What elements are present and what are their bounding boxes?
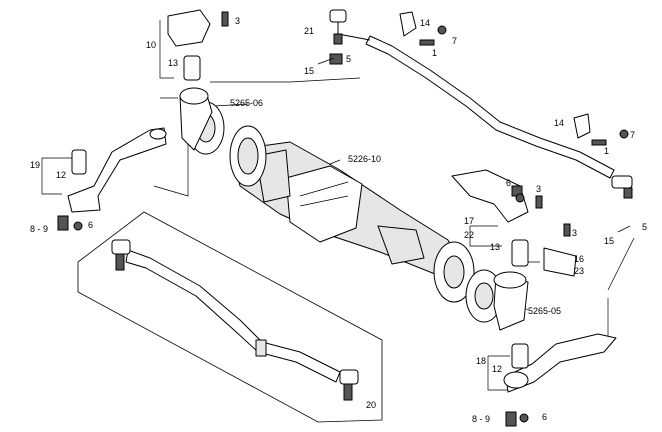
callout-10: 10	[146, 40, 157, 50]
callout-6b: 6	[506, 178, 512, 188]
left-steering-arm	[67, 9, 229, 213]
callout-5b: 5	[642, 222, 648, 232]
callout-7b: 7	[630, 130, 636, 140]
fasteners	[57, 25, 631, 427]
callout-12: 12	[56, 170, 67, 180]
front-axle-beam	[231, 141, 461, 277]
callout-13b: 13	[490, 242, 501, 252]
callout-3: 3	[235, 16, 241, 26]
callout-12b: 12	[492, 364, 503, 374]
callout-3c: 3	[572, 228, 578, 238]
drag-link	[111, 239, 359, 401]
callout-7: 7	[452, 36, 458, 46]
callout-23: 23	[574, 266, 585, 276]
clamps	[399, 11, 607, 146]
callout-22: 22	[464, 230, 475, 240]
callout-14: 14	[420, 18, 431, 28]
callout-1: 1	[432, 48, 438, 58]
callout-6c: 6	[542, 412, 548, 422]
callout-16: 16	[574, 254, 585, 264]
callout-14b: 14	[554, 118, 565, 128]
drag-link-frame	[77, 211, 383, 423]
callout-8-9b: 8 - 9	[472, 414, 491, 424]
callout-15b: 15	[604, 236, 615, 246]
callout-5265-05: 5265-05	[528, 306, 562, 316]
right-hub-flange	[433, 241, 529, 331]
callout-5265-06: 5265-06	[230, 98, 264, 108]
tie-rod-upper	[329, 9, 633, 199]
callout-6: 6	[88, 220, 94, 230]
callout-19: 19	[30, 160, 41, 170]
callout-13: 13	[168, 58, 179, 68]
callout-20: 20	[366, 400, 377, 410]
callout-8-9: 8 - 9	[30, 224, 49, 234]
callout-5226-10: 5226-10	[348, 154, 382, 164]
callout-5: 5	[346, 54, 352, 64]
callout-17: 17	[464, 216, 475, 226]
callout-1b: 1	[604, 146, 610, 156]
callout-21: 21	[304, 26, 315, 36]
left-hub-flange	[179, 87, 267, 187]
callout-18: 18	[476, 356, 487, 366]
callout-15: 15	[304, 66, 315, 76]
right-steering-arm	[451, 169, 617, 393]
callout-3b: 3	[536, 184, 542, 194]
